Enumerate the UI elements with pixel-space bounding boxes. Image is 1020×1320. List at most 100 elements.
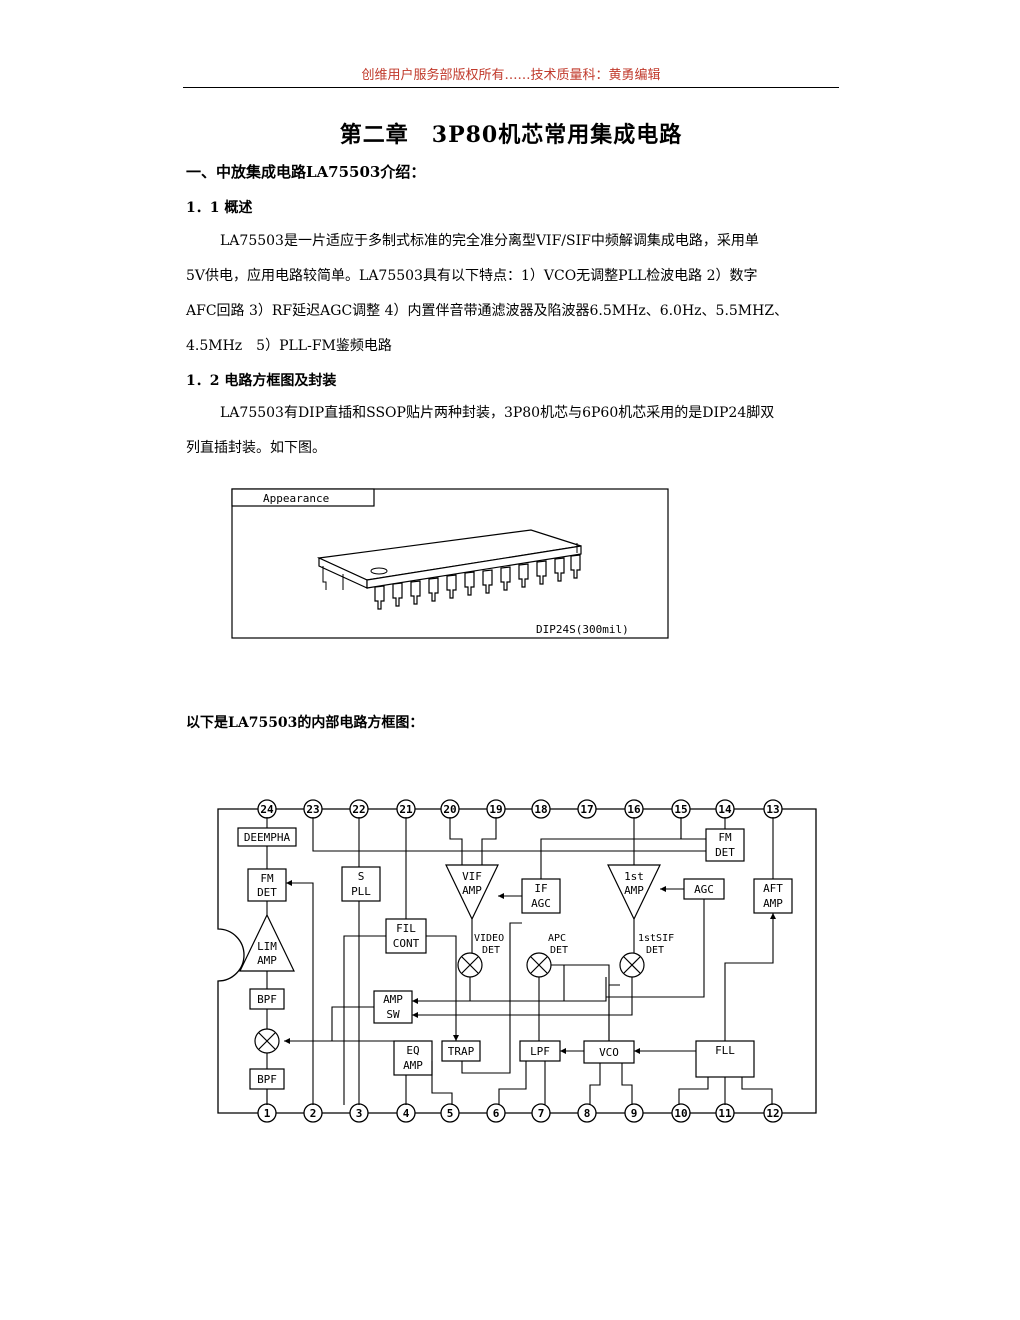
text-line: 5V供电，应用电路较简单。LA75503具有以下特点：1）VCO无调整PLL检波… xyxy=(186,268,758,284)
pin-8-label: 8 xyxy=(584,1107,591,1120)
pin-13-label: 13 xyxy=(766,803,779,816)
block-label: CONT xyxy=(393,937,420,950)
block-label: DET xyxy=(646,945,664,956)
text-line: 4.5MHz 5）PLL-FM鉴频电路 xyxy=(186,338,392,354)
block-label: AMP xyxy=(462,884,482,897)
block-label: VIDEO xyxy=(474,933,504,944)
pin-3-label: 3 xyxy=(356,1107,363,1120)
block-label: APC xyxy=(548,933,566,944)
pin-17-label: 17 xyxy=(580,803,593,816)
block-label: EQ xyxy=(406,1044,419,1057)
block-label: AFT xyxy=(763,882,783,895)
pin-4-label: 4 xyxy=(403,1107,410,1120)
pin-19-label: 19 xyxy=(489,803,502,816)
pin-12-label: 12 xyxy=(766,1107,779,1120)
block-label: FIL xyxy=(396,922,416,935)
page-header: 创维用户服务部版权所有……技术质量科：黄勇编辑 xyxy=(361,68,661,83)
pin-7-label: 7 xyxy=(538,1107,545,1120)
package-type-label: DIP24S(300mil) xyxy=(536,623,629,636)
video-det-mixer xyxy=(457,952,483,978)
pin-10-label: 10 xyxy=(674,1107,687,1120)
text-line: 列直插封装。如下图。 xyxy=(186,440,326,456)
block-label: AGC xyxy=(531,897,551,910)
deempha-label: DEEMPHA xyxy=(244,831,291,844)
block-label: VCO xyxy=(599,1046,619,1059)
section-heading: 一、中放集成电路LA75503介绍： xyxy=(186,163,426,181)
block-label: AMP xyxy=(257,954,277,967)
trap-block xyxy=(441,1040,481,1062)
pin-5-marker xyxy=(440,1103,460,1123)
pin-14-label: 14 xyxy=(718,803,732,816)
pin-1-label: 1 xyxy=(264,1107,271,1120)
block-label: AMP xyxy=(403,1059,423,1072)
package-paragraph: LA75503有DIP直插和SSOP贴片两种封装，3P80机芯与6P60机芯采用… xyxy=(186,396,838,466)
text-line: LA75503有DIP直插和SSOP贴片两种封装，3P80机芯与6P60机芯采用… xyxy=(220,405,775,421)
pin-17-marker xyxy=(577,799,597,819)
block-label: AMP xyxy=(763,897,783,910)
eq-amp-block xyxy=(393,1040,433,1076)
pin-15-label: 15 xyxy=(674,803,687,816)
pin-12-marker xyxy=(763,1103,783,1123)
fil-cont-block xyxy=(385,918,427,954)
diagram-caption: 以下是LA75503的内部电路方框图： xyxy=(186,715,424,731)
pin-22-label: 22 xyxy=(352,803,365,816)
pin-21-label: 21 xyxy=(399,803,413,816)
overview-paragraph: LA75503是一片适应于多制式标准的完全准分离型VIF/SIF中频解调集成电路… xyxy=(186,224,838,364)
subsection-overview: 1．1 概述 xyxy=(186,200,253,216)
package-appearance-figure: Appearance DIP24S(300mil) xyxy=(231,488,669,639)
block-label: AMP xyxy=(624,884,644,897)
pin-5-label: 5 xyxy=(447,1107,454,1120)
subsection-block-diagram: 1．2 电路方框图及封装 xyxy=(186,373,337,389)
sound-mixer xyxy=(254,1028,280,1054)
pin-9-marker xyxy=(624,1103,644,1123)
fll-block xyxy=(695,1040,755,1078)
header-rule xyxy=(183,87,839,88)
block-label: AGC xyxy=(694,883,714,896)
pin-10-marker xyxy=(671,1103,691,1123)
block-label: SW xyxy=(386,1008,400,1021)
pin-11-label: 11 xyxy=(718,1107,732,1120)
pin-24-label: 24 xyxy=(260,803,274,816)
block-label: FM xyxy=(260,872,274,885)
block-label: PLL xyxy=(351,885,371,898)
block-label: BPF xyxy=(257,1073,277,1086)
chapter-title: 第二章 3P80机芯常用集成电路 xyxy=(339,122,683,148)
appearance-label: Appearance xyxy=(263,492,329,505)
pin-6-label: 6 xyxy=(493,1107,500,1120)
pin-20-label: 20 xyxy=(443,803,456,816)
s-pll-block xyxy=(341,866,381,902)
first-sif-det-mixer xyxy=(619,952,645,978)
block-label: S xyxy=(358,870,365,883)
pin-7-marker xyxy=(531,1103,551,1123)
block-label: LIM xyxy=(257,940,277,953)
block-label: DET xyxy=(482,945,500,956)
block-label: FLL xyxy=(715,1044,735,1057)
block-label: TRAP xyxy=(448,1045,475,1058)
block-label: DET xyxy=(257,886,277,899)
ic-outline xyxy=(217,808,817,1114)
pin-23-label: 23 xyxy=(306,803,319,816)
text-line: LA75503是一片适应于多制式标准的完全准分离型VIF/SIF中频解调集成电路… xyxy=(220,233,759,249)
amp-sw-block xyxy=(373,990,413,1024)
block-label: DET xyxy=(715,846,735,859)
block-label: LPF xyxy=(530,1045,550,1058)
block-label: DET xyxy=(550,945,568,956)
block-label: AMP xyxy=(383,993,403,1006)
block-label: IF xyxy=(534,882,547,895)
apc-det-mixer xyxy=(526,952,552,978)
block-label: 1stSIF xyxy=(638,933,674,944)
text-line: AFC回路 3）RF延迟AGC调整 4）内置伴音带通滤波器及陷波器6.5MHz、… xyxy=(186,303,789,319)
pin-18-marker xyxy=(531,799,551,819)
vif-amp-block xyxy=(445,864,499,921)
block-label: BPF xyxy=(257,993,277,1006)
block-label: VIF xyxy=(462,870,482,883)
pin-9-label: 9 xyxy=(631,1107,638,1120)
pin-16-label: 16 xyxy=(627,803,641,816)
pin-2-label: 2 xyxy=(310,1107,317,1120)
fm-det-right-block xyxy=(705,828,745,862)
pin-8-marker xyxy=(577,1103,597,1123)
block-label: FM xyxy=(718,831,732,844)
